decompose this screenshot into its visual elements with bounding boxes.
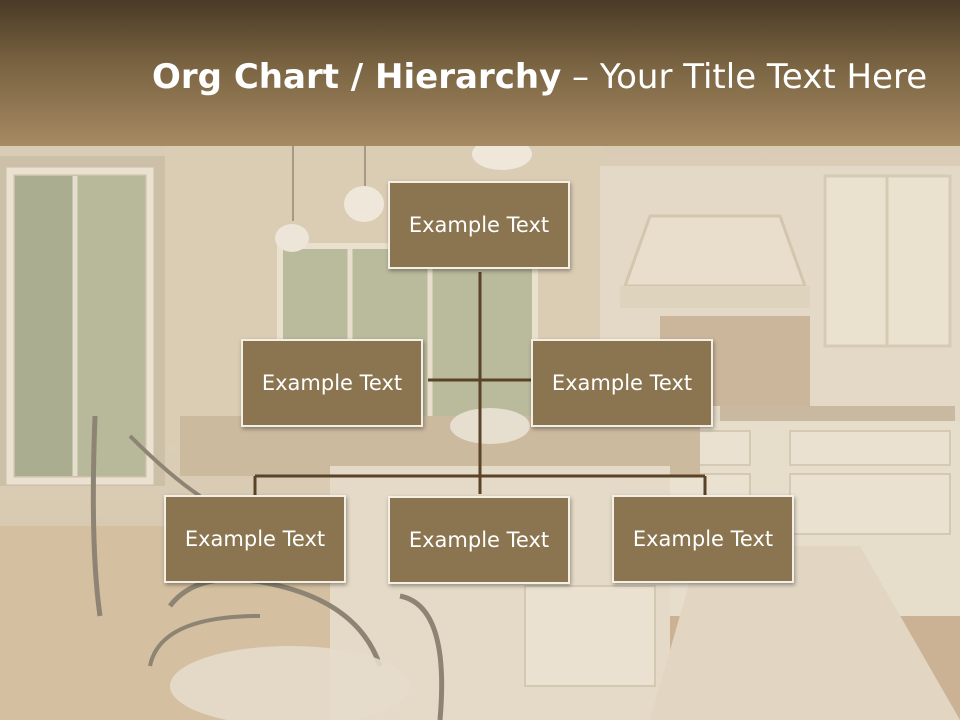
slide-title[interactable]: Org Chart / Hierarchy – Your Title Text … <box>152 52 927 102</box>
org-node-child-3-label: Example Text <box>632 527 774 551</box>
org-node-top-label: Example Text <box>408 213 550 237</box>
title-separator: – <box>561 57 600 97</box>
org-node-top[interactable]: Example Text <box>388 181 570 269</box>
title-banner: Org Chart / Hierarchy – Your Title Text … <box>0 0 960 146</box>
org-node-assistant-right[interactable]: Example Text <box>531 339 713 427</box>
org-node-child-2-label: Example Text <box>408 528 550 552</box>
org-node-assistant-left[interactable]: Example Text <box>241 339 423 427</box>
title-bold-part: Org Chart / Hierarchy <box>152 57 562 97</box>
title-rest-part: Your Title Text Here <box>599 57 928 97</box>
org-node-child-1[interactable]: Example Text <box>164 495 346 583</box>
org-node-child-3[interactable]: Example Text <box>612 495 794 583</box>
org-node-child-2[interactable]: Example Text <box>388 496 570 584</box>
org-node-assistant-right-label: Example Text <box>551 371 693 395</box>
org-node-assistant-left-label: Example Text <box>261 371 403 395</box>
org-node-child-1-label: Example Text <box>184 527 326 551</box>
